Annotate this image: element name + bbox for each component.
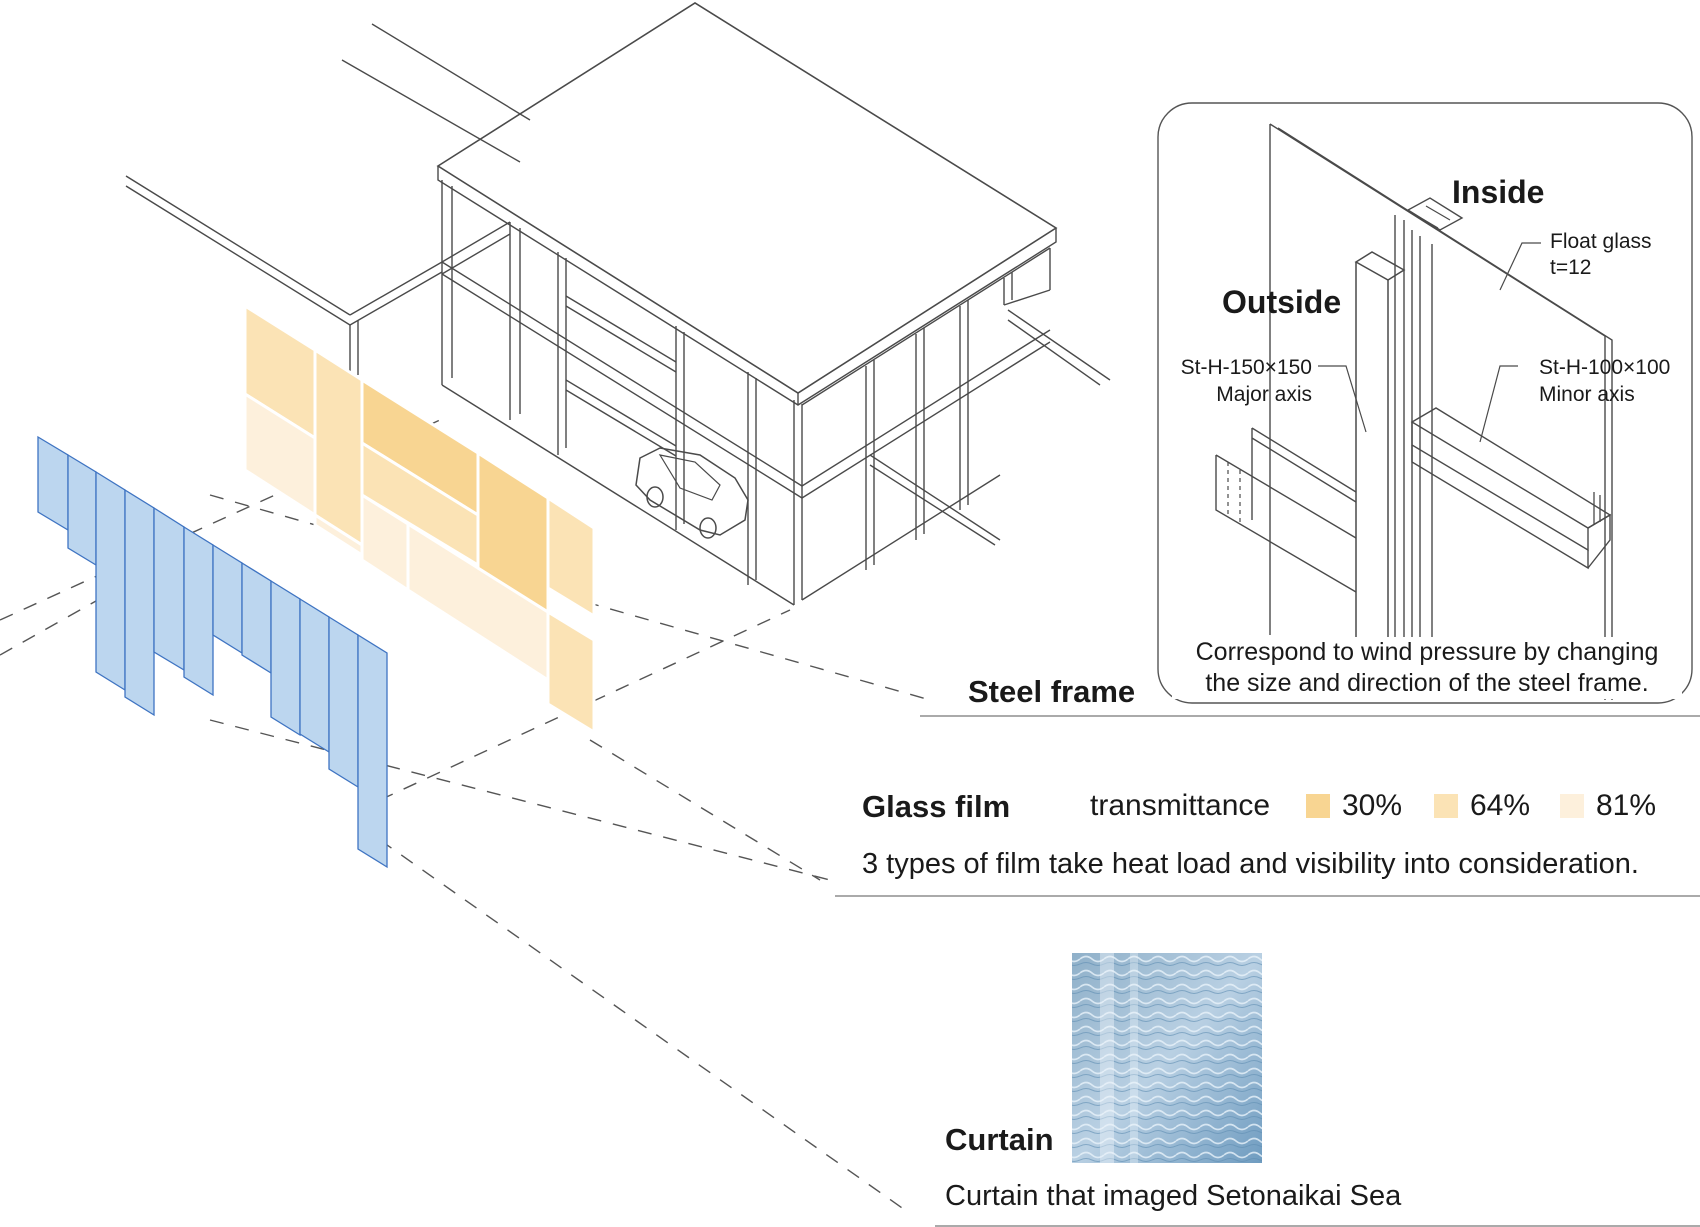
major-member-axis: Major axis xyxy=(1216,383,1312,406)
legend-swatch-30 xyxy=(1306,794,1330,818)
legend-item-81: 81% xyxy=(1560,789,1656,823)
legend-label-64: 64% xyxy=(1470,789,1531,822)
building-drawing xyxy=(125,2,1111,606)
steel-frame-note-line-1: Correspond to wind pressure by changing xyxy=(1195,638,1659,666)
curtain-heading: Curtain xyxy=(945,1122,1054,1157)
steel-frame-detail xyxy=(1157,102,1693,704)
inside-label: Inside xyxy=(1452,174,1545,210)
float-glass-label: Float glass t=12 xyxy=(1550,229,1652,281)
steel-frame-heading: Steel frame xyxy=(968,674,1136,709)
minor-member-label: St-H-100×100 Minor axis xyxy=(1539,354,1670,408)
legend-item-30: 30% xyxy=(1306,789,1402,823)
float-glass-line-1: Float glass xyxy=(1550,230,1652,253)
legend-label-81: 81% xyxy=(1596,789,1657,822)
curtain-sea-image xyxy=(1072,953,1262,1163)
minor-member-axis: Minor axis xyxy=(1539,383,1635,406)
transmittance-label: transmittance xyxy=(1090,789,1271,822)
outside-label: Outside xyxy=(1222,284,1342,320)
car-icon xyxy=(635,447,749,539)
glass-film-panels xyxy=(243,303,596,735)
major-member-label: St-H-150×150 Major axis xyxy=(1168,354,1312,408)
curtain-note: Curtain that imaged Setonaikai Sea xyxy=(945,1180,1402,1212)
minor-member-size: St-H-100×100 xyxy=(1539,356,1671,379)
divider-lines xyxy=(835,715,1700,1227)
float-glass-line-2: t=12 xyxy=(1550,256,1592,279)
legend-swatch-64 xyxy=(1434,794,1458,818)
legend-item-64: 64% xyxy=(1434,789,1530,823)
legend-label-30: 30% xyxy=(1342,789,1403,822)
curtain-panels xyxy=(37,435,388,869)
steel-frame-note-line-2: the size and direction of the steel fram… xyxy=(1205,669,1649,697)
steel-frame-note: Correspond to wind pressure by changing … xyxy=(1172,637,1682,699)
glass-film-heading: Glass film xyxy=(862,789,1011,824)
major-member-size: St-H-150×150 xyxy=(1180,356,1312,379)
legend-swatch-81 xyxy=(1560,794,1584,818)
glass-film-note: 3 types of film take heat load and visib… xyxy=(862,848,1639,880)
